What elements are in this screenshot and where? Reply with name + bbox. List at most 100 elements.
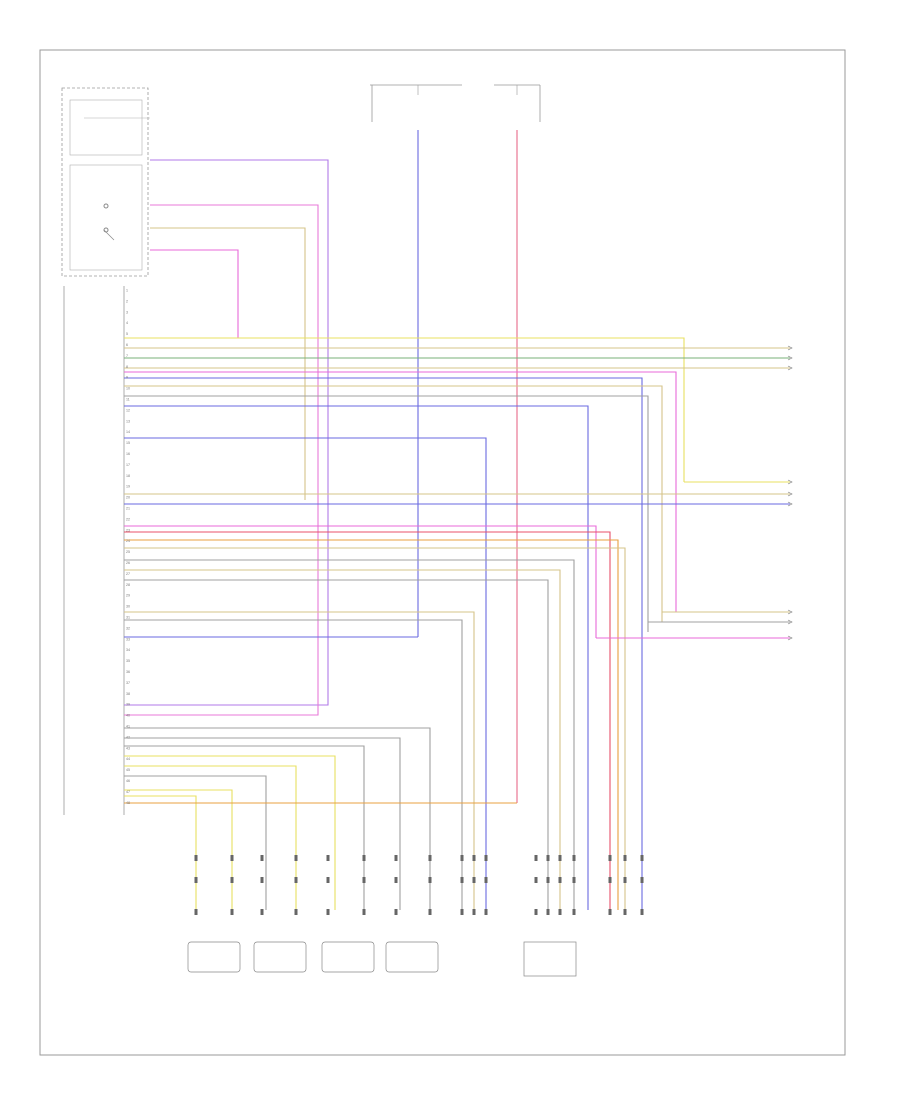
pin-label: 10 [126,387,130,391]
bottom-connectors [194,855,644,915]
pin-label: 11 [126,398,130,402]
connector-arrow [787,619,793,625]
harness-wire [124,611,475,910]
harness-wire [124,559,575,910]
bottom-components [187,941,577,977]
harness-wires [124,337,790,910]
pin-label: 31 [126,616,130,620]
harness-wire [124,765,297,910]
inline-connector-pin [572,909,576,915]
pin-label: 14 [126,430,130,434]
connector-arrow [787,479,793,485]
pin-label: 41 [126,725,130,729]
harness-wire [124,337,685,482]
inline-connector-pin [294,909,298,915]
inline-connector-pin [362,877,366,883]
inline-connector-pin [546,909,550,915]
pin-label: 33 [126,637,130,641]
pin-label: 38 [126,692,130,696]
pin-label: 47 [126,790,130,794]
sensor-box [321,941,375,973]
inline-connector-pin [472,855,476,861]
inline-connector-pin [230,877,234,883]
switch-wires [124,159,329,716]
page-frame [39,49,846,1056]
inline-connector-pin [194,855,198,861]
pin-label: 24 [126,539,130,543]
pin-label: 27 [126,572,130,576]
sensor-box [523,941,577,977]
inline-connector-pin [546,877,550,883]
pin-label: 48 [126,801,130,805]
pin-label: 2 [126,299,128,303]
inline-connector-pin [394,877,398,883]
inline-connector-pin [394,855,398,861]
connector-arrow [787,635,793,641]
pin-label: 36 [126,670,130,674]
inline-connector-pin [558,877,562,883]
switch-module [61,87,150,277]
inline-connector-pin [640,909,644,915]
pin-label: 25 [126,550,130,554]
pin-label: 26 [126,561,130,565]
pin-label: 37 [126,681,130,685]
harness-wire [124,385,663,622]
pin-label: 44 [126,757,130,761]
harness-wire [124,775,267,910]
inline-connector-pin [558,855,562,861]
inline-connector-pin [260,909,264,915]
harness-wire [124,789,233,910]
inline-connector-pin [326,909,330,915]
pin-label: 3 [126,310,128,314]
harness-wire [124,405,589,910]
pin-label: 16 [126,452,130,456]
pin-label: 43 [126,746,130,750]
inline-connector-pin [194,877,198,883]
inline-connector-pin [558,909,562,915]
inline-connector-pin [534,909,538,915]
inline-connector-pin [460,877,464,883]
inline-connector-pin [640,855,644,861]
inline-connector-pin [623,855,627,861]
inline-connector-pin [326,855,330,861]
inline-connector-pin [546,855,550,861]
inline-connector-pin [623,909,627,915]
inline-connector-pin [608,855,612,861]
harness-wire [124,531,611,910]
connector-arrow [787,491,793,497]
connector-arrow [787,345,793,351]
sensor-box [385,941,439,973]
pin-label: 4 [126,321,128,325]
pin-label: 23 [126,528,130,532]
pin-label: 30 [126,605,130,609]
pin-label: 28 [126,583,130,587]
pin-label: 40 [126,714,130,718]
inline-connector-pin [230,909,234,915]
sensor-box [253,941,307,973]
pin-numbers: 1234567891011121314151617181920212223242… [126,289,130,805]
inline-connector-pin [294,855,298,861]
pin-label: 12 [126,408,130,412]
harness-wire [124,395,649,632]
connector-arrow [787,355,793,361]
inline-connector-pin [260,855,264,861]
harness-wire [124,569,561,910]
harness-wire [124,619,463,910]
inline-connector-pin [394,909,398,915]
pin-label: 45 [126,768,130,772]
pin-label: 22 [126,517,130,521]
inline-connector-pin [572,877,576,883]
pin-label: 7 [126,354,128,358]
inline-connector-pin [623,877,627,883]
pin-label: 18 [126,474,130,478]
harness-wire [124,727,431,910]
inline-connector-pin [608,909,612,915]
harness-wire [124,737,401,910]
harness-wire [124,547,626,910]
pin-label: 17 [126,463,130,467]
pin-label: 29 [126,594,130,598]
harness-wire [124,377,643,910]
pin-label: 42 [126,735,130,739]
pin-label: 9 [126,376,128,380]
